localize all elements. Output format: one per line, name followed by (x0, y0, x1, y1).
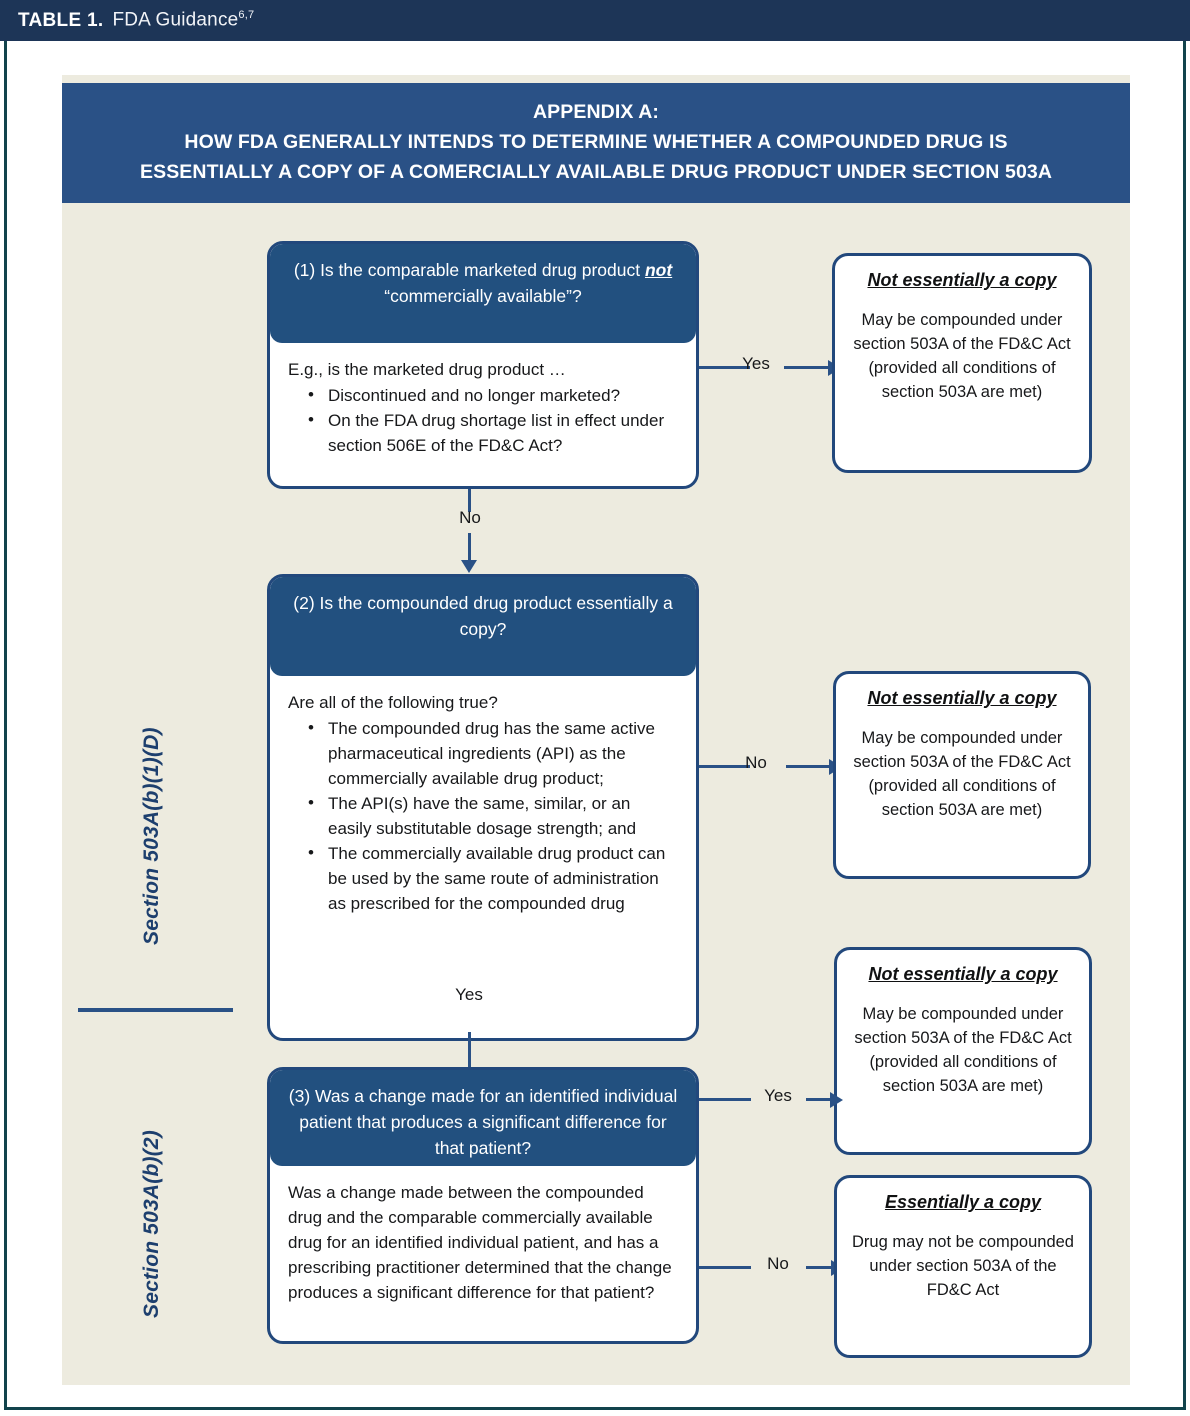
decision-2-lead: Are all of the following true? (288, 693, 498, 712)
outcome-4-text: Drug may not be compounded under section… (852, 1233, 1074, 1299)
decision-box-3: (3) Was a change made for an identified … (267, 1067, 699, 1344)
decision-1-lead: E.g., is the marketed drug product … (288, 360, 566, 379)
side-label-section-503a-b-1-d: Section 503A(b)(1)(D) (140, 727, 163, 945)
connector-d1-no-arrowhead (461, 560, 477, 573)
decision-2-question: (2) Is the compounded drug product essen… (270, 577, 696, 676)
connector-d2-yes-label: Yes (455, 985, 483, 1004)
outcome-4-title: Essentially a copy (884, 1192, 1042, 1212)
decision-2-bullet-1: The compounded drug has the same active … (306, 715, 678, 791)
outcome-2-text: May be compounded under section 503A of … (853, 729, 1071, 819)
connector-d3-no-label: No (767, 1254, 789, 1273)
decision-1-question: (1) Is the comparable marketed drug prod… (270, 244, 696, 343)
table-caption-superscript: 6,7 (238, 9, 255, 22)
connector-d1-yes-line-right (784, 366, 831, 369)
flowchart-panel: APPENDIX A: HOW FDA GENERALLY INTENDS TO… (62, 75, 1130, 1385)
outcome-box-1: Not essentially a copy May be compounded… (832, 253, 1092, 473)
connector-d2-no-label: No (745, 753, 767, 772)
connector-d3-yes-line-right (806, 1098, 832, 1101)
header-line-2: HOW FDA GENERALLY INTENDS TO DETERMINE W… (184, 131, 1008, 153)
outcome-box-3: Not essentially a copy May be compounded… (834, 947, 1092, 1155)
outcome-1-title: Not essentially a copy (867, 270, 1057, 290)
decision-2-body: Are all of the following true? The compo… (270, 676, 696, 928)
decision-box-2: (2) Is the compounded drug product essen… (267, 574, 699, 1041)
decision-1-body: E.g., is the marketed drug product … Dis… (270, 343, 696, 470)
connector-d2-yes-line-bottom (468, 1032, 471, 1070)
table-caption-title: FDA Guidance6,7 (112, 9, 255, 31)
outcome-3-text: May be compounded under section 503A of … (854, 1005, 1072, 1095)
connector-d1-yes-line-left (699, 366, 750, 369)
decision-box-1: (1) Is the comparable marketed drug prod… (267, 241, 699, 489)
connector-d1-no-line-top (468, 489, 471, 512)
outcome-box-4: Essentially a copy Drug may not be compo… (834, 1175, 1092, 1358)
connector-d3-yes-label: Yes (764, 1086, 792, 1105)
flowchart-header: APPENDIX A: HOW FDA GENERALLY INTENDS TO… (62, 83, 1130, 203)
table-caption-label: TABLE 1. (18, 9, 104, 31)
outcome-1-text: May be compounded under section 503A of … (853, 311, 1071, 401)
outcome-2-title: Not essentially a copy (867, 688, 1057, 708)
connector-d1-yes-label: Yes (742, 354, 770, 373)
outcome-3-title: Not essentially a copy (868, 964, 1058, 984)
connector-d3-no-line-left (699, 1266, 751, 1269)
connector-d2-no-line-right (786, 765, 832, 768)
decision-3-body: Was a change made between the compounded… (270, 1166, 696, 1317)
decision-3-paragraph: Was a change made between the compounded… (288, 1183, 672, 1302)
decision-2-bullet-2: The API(s) have the same, similar, or an… (306, 790, 678, 841)
header-line-3: ESSENTIALLY A COPY OF A COMERCIALLY AVAI… (139, 161, 1053, 183)
decision-3-question: (3) Was a change made for an identified … (270, 1070, 696, 1166)
decision-2-bullet-3: The commercially available drug product … (306, 840, 678, 916)
connector-d3-yes-arrowhead (830, 1092, 843, 1108)
connector-d3-yes-line-left (699, 1098, 751, 1101)
decision-1-question-pre: (1) Is the comparable marketed drug prod… (293, 260, 645, 280)
connector-d3-no-line-right (806, 1266, 833, 1269)
table-caption-bar: TABLE 1. FDA Guidance6,7 (0, 0, 1190, 41)
decision-2-bullet-list: The compounded drug has the same active … (288, 715, 678, 916)
decision-1-bullet-2: On the FDA drug shortage list in effect … (306, 407, 678, 458)
header-line-1: APPENDIX A: (532, 101, 660, 123)
connector-d2-no-line-left (699, 765, 750, 768)
outcome-box-2: Not essentially a copy May be compounded… (833, 671, 1091, 879)
side-section-divider (78, 1008, 233, 1012)
decision-1-question-emphasis: not (644, 260, 673, 280)
decision-1-bullet-1: Discontinued and no longer marketed? (306, 382, 678, 408)
side-label-section-503a-b-2: Section 503A(b)(2) (140, 1130, 163, 1318)
decision-1-bullet-list: Discontinued and no longer marketed? On … (288, 382, 678, 458)
connector-d1-no-line-bottom (468, 533, 471, 561)
decision-1-question-post: “commercially available”? (384, 286, 582, 306)
connector-d1-no-label: No (459, 508, 481, 527)
